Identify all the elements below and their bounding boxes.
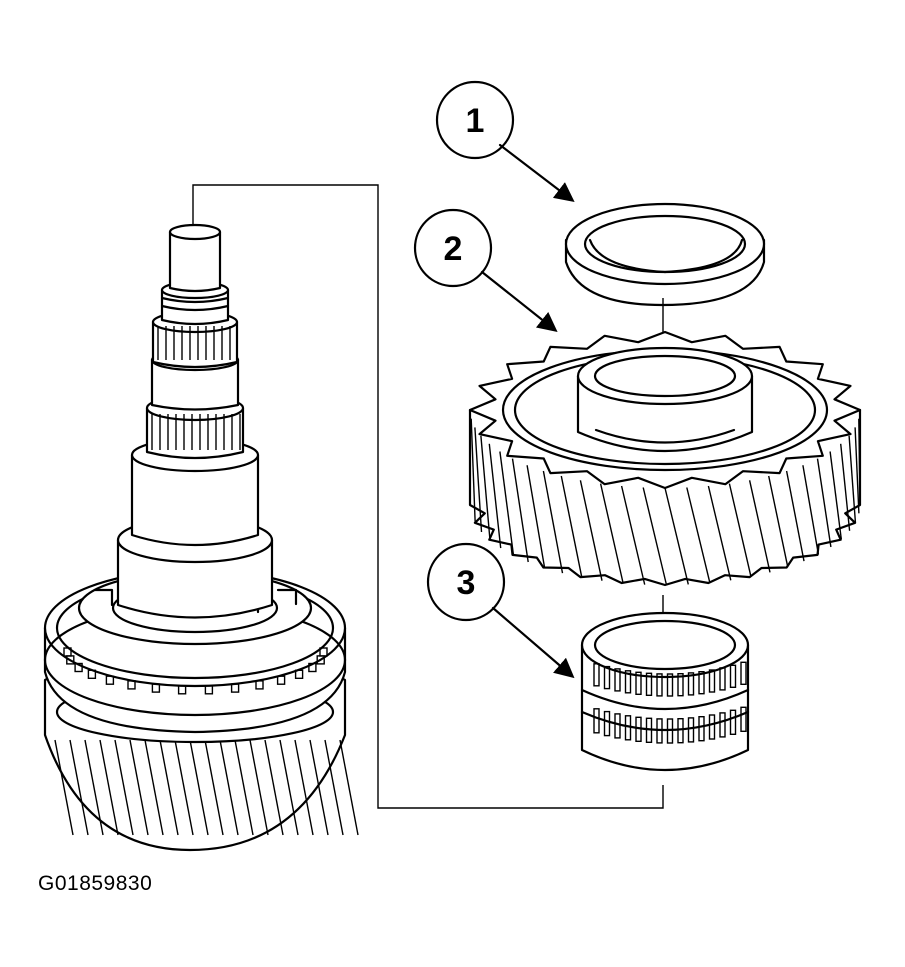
figure-id: G01859830 bbox=[38, 872, 153, 895]
mainshaft bbox=[116, 223, 274, 619]
thrust-washer bbox=[564, 202, 766, 307]
helical-gear bbox=[468, 330, 862, 587]
callout-1: 1 bbox=[435, 80, 575, 203]
needle-bearing bbox=[580, 595, 750, 772]
callout-3-label: 3 bbox=[457, 564, 476, 602]
callout-2-label: 2 bbox=[444, 230, 463, 268]
callout-3-arrow bbox=[491, 606, 575, 679]
assembly-relation-line bbox=[192, 184, 664, 809]
callout-3: 3 bbox=[426, 542, 575, 679]
callout-1-label: 1 bbox=[466, 102, 485, 140]
callout-1-arrow bbox=[498, 143, 575, 203]
callout-2-arrow bbox=[480, 270, 558, 333]
gear-hub bbox=[576, 346, 754, 453]
callout-2: 2 bbox=[413, 208, 558, 333]
mainshaft-assembly bbox=[43, 223, 359, 852]
